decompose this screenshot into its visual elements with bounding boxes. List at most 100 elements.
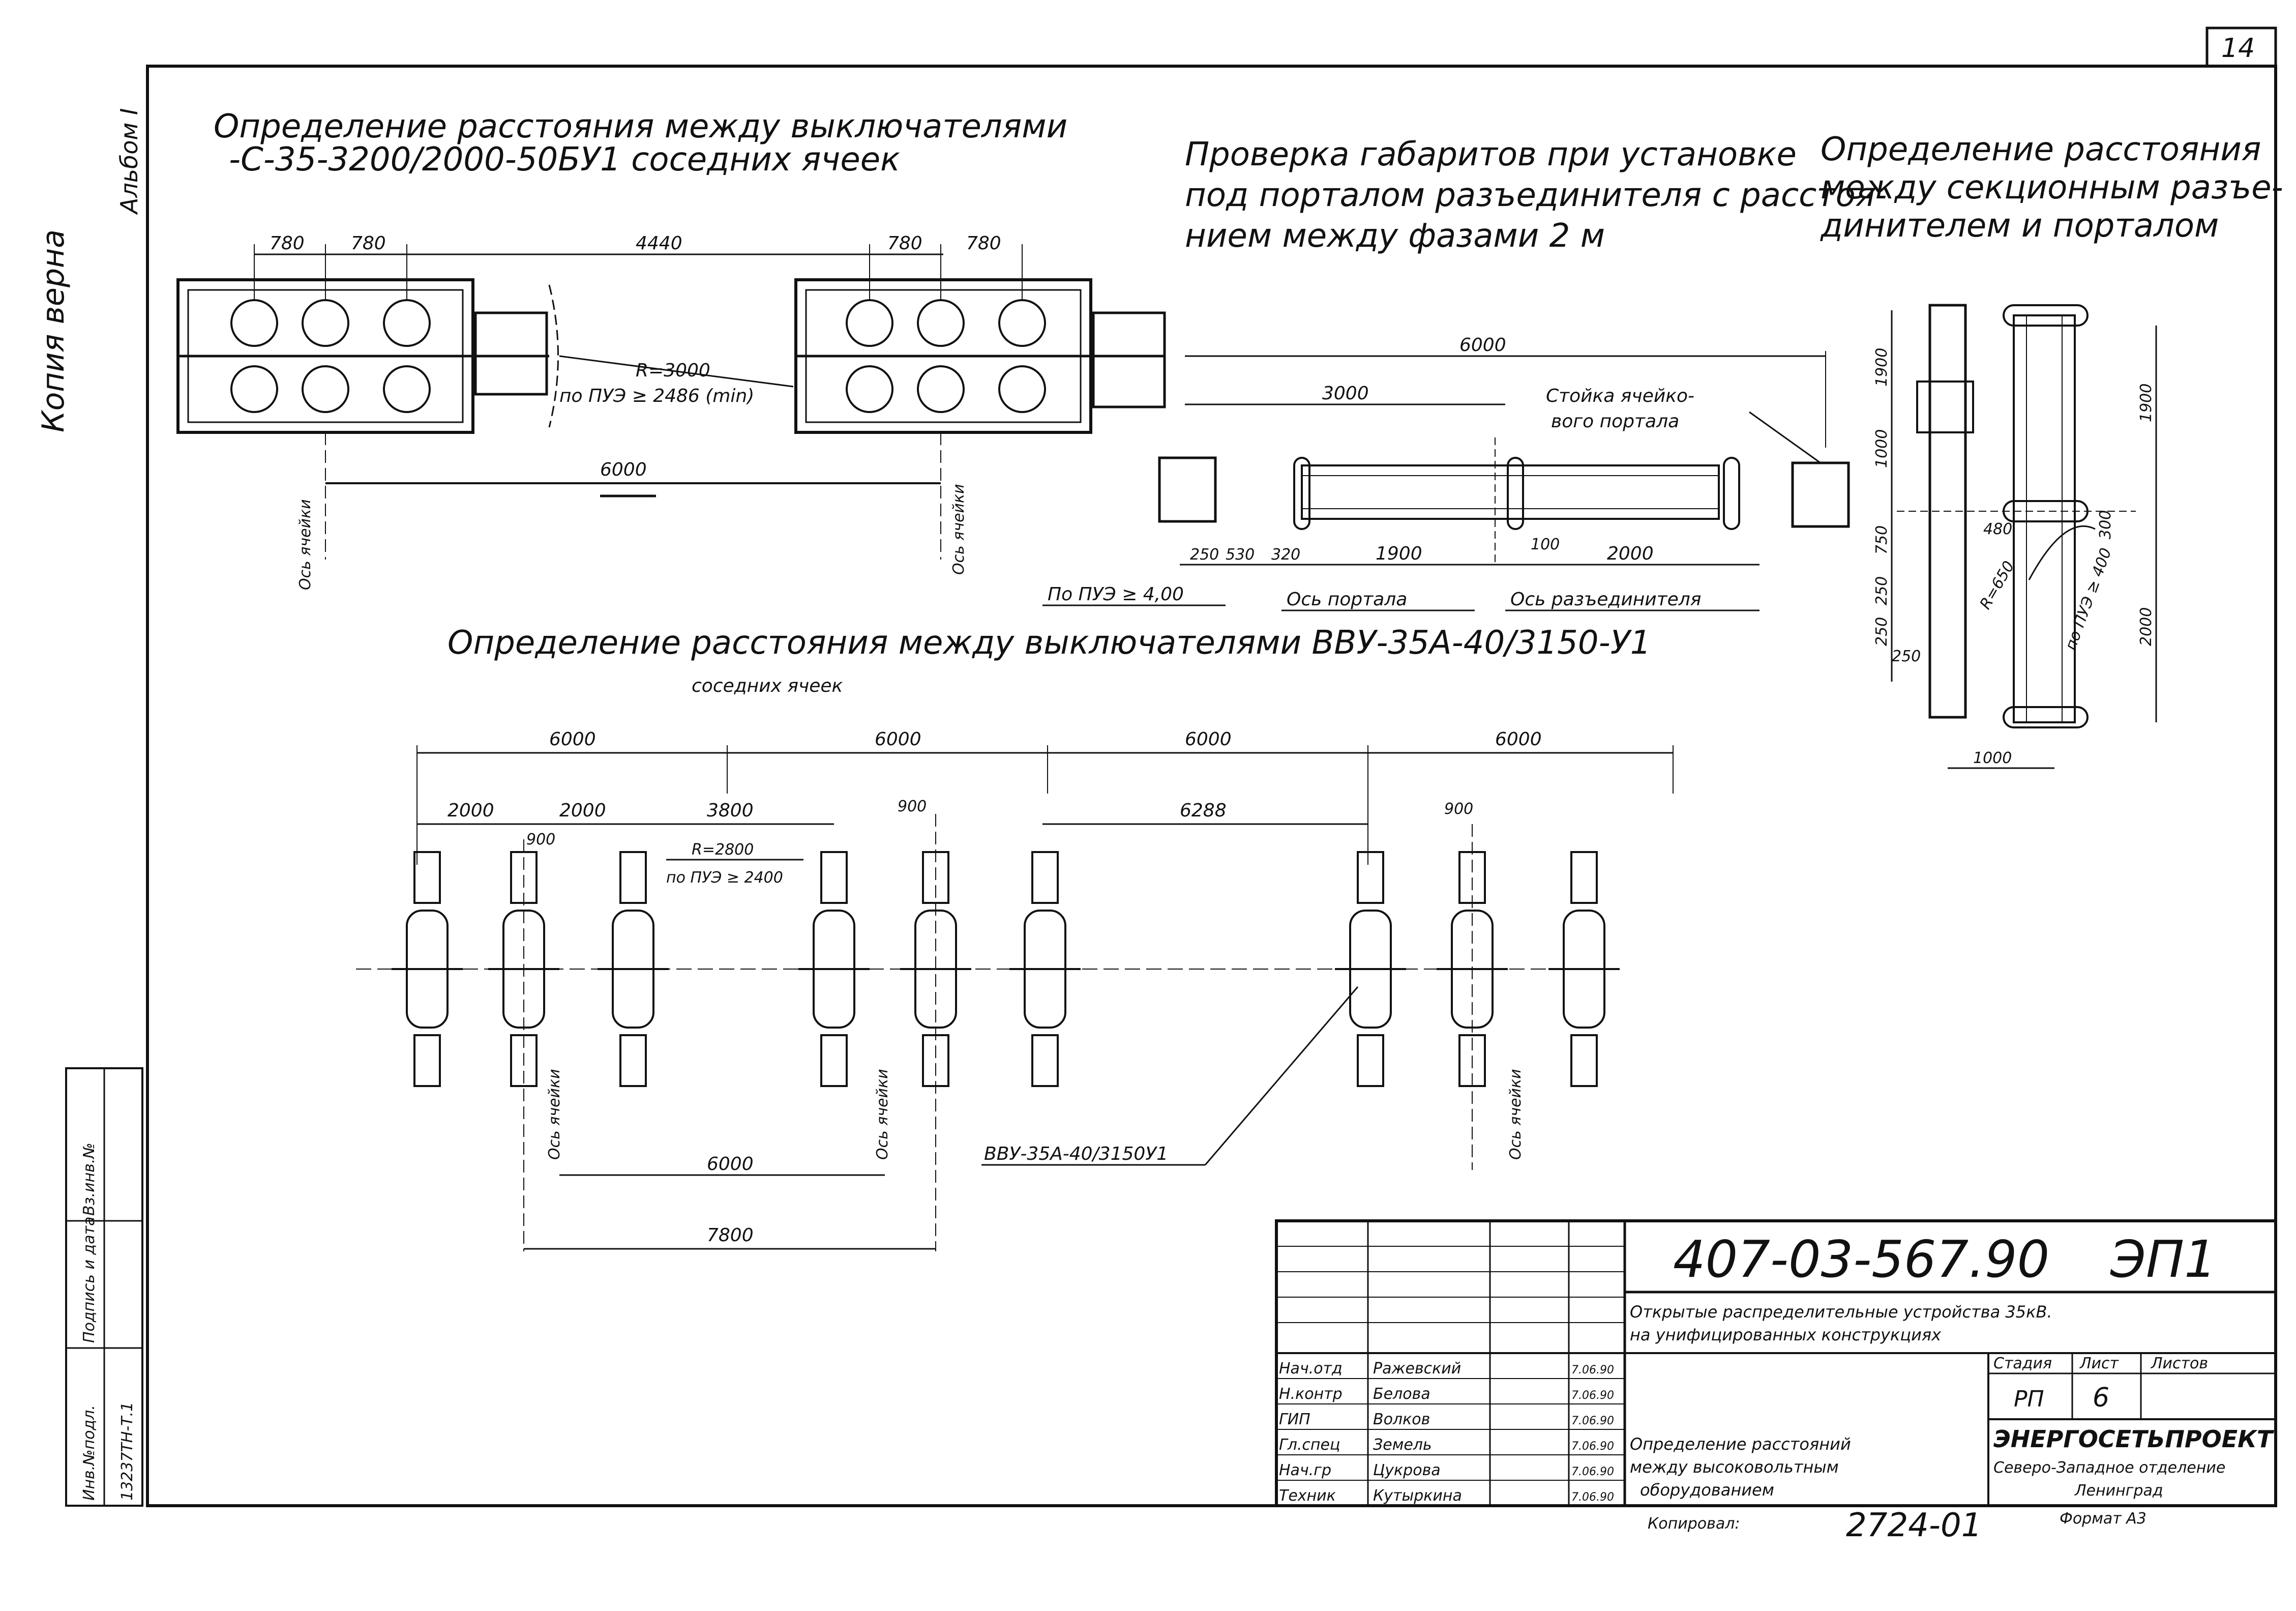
s2-dim-2: 250: [1190, 546, 1219, 564]
doc-code: 407-03-567.90: [1673, 1229, 2049, 1289]
s4-dim-5: 2000: [559, 800, 606, 821]
s3-dim-4: 250: [1873, 617, 1891, 646]
s3-dim-8: 2000: [2137, 607, 2155, 646]
section3-title-1: Определение расстояния: [1821, 131, 2261, 168]
sheets-header: Листов: [2151, 1355, 2208, 1372]
s4-radius: R=2800: [692, 841, 754, 859]
s4-dim-9: 900: [526, 831, 555, 848]
s3-dim-7: 1900: [2137, 384, 2155, 422]
s4-dim-6: 3800: [707, 800, 754, 821]
s2-dim-5: 1900: [1376, 543, 1422, 564]
signer-date-4: 7.06.90: [1571, 1466, 1614, 1478]
signer-date-5: 7.06.90: [1571, 1491, 1614, 1504]
s4-dim-3: 6000: [1495, 729, 1542, 750]
signer-name-5: Кутыркина: [1373, 1487, 1462, 1505]
section3-title-2: между секционным разъе-: [1821, 169, 2283, 207]
s3-dim-1: 1000: [1873, 429, 1891, 468]
s2-dim-6: 100: [1531, 536, 1560, 553]
s4-dim-8: 6288: [1180, 800, 1227, 821]
section2-title-2: под порталом разъединителя с расстоя-: [1185, 177, 1887, 214]
order-number: 2724-01: [1846, 1507, 1982, 1544]
section4-title-1: Определение расстояния между выключателя…: [448, 624, 1651, 662]
s2-dim-7: 2000: [1607, 543, 1654, 564]
signer-role-0: Нач.отд: [1279, 1360, 1343, 1378]
copy-stamp: Копия верна: [36, 229, 71, 432]
s4-bottom-dim-1: 7800: [707, 1225, 754, 1246]
s2-disconnector-axis: Ось разъединителя: [1510, 589, 1701, 610]
section4-title-2: соседних ячеек: [692, 676, 843, 696]
breaker-frame-right: [794, 278, 1166, 434]
sheet-title-3: оборудованием: [1640, 1480, 1774, 1500]
s1-dim-3: 780: [887, 233, 922, 254]
signer-date-1: 7.06.90: [1571, 1389, 1614, 1402]
s3-dim-5: 250: [1892, 648, 1921, 665]
sheet-title-2: между высоковольтным: [1630, 1457, 1839, 1477]
section2-title-3: нием между фазами 2 м: [1185, 217, 1605, 255]
stage-value: РП: [2014, 1386, 2044, 1412]
s3-dim-2: 750: [1873, 525, 1891, 554]
signer-date-2: 7.06.90: [1571, 1415, 1614, 1427]
s4-dim-2: 6000: [1185, 729, 1232, 750]
breaker-frame-left: [176, 278, 549, 434]
project-line-1: Открытые распределительные устройства 35…: [1630, 1302, 2052, 1322]
s3-dim-6: 480: [1983, 520, 2012, 538]
page-number-box: [2205, 26, 2277, 68]
s4-radius-note: по ПУЭ ≥ 2400: [666, 869, 783, 887]
format-label: Формат А3: [2060, 1510, 2146, 1528]
s3-radius: R=650: [1977, 558, 2018, 612]
portal-post-right: [1791, 461, 1850, 528]
s4-axis-1: Ось ячейки: [546, 1069, 563, 1160]
margin-label-2: Подпись и дата: [80, 1217, 98, 1343]
sheet-frame: [146, 65, 2277, 1507]
s4-dim-0: 6000: [549, 729, 596, 750]
album-label: Альбом I: [115, 108, 143, 215]
signer-role-1: Н.контр: [1279, 1385, 1343, 1403]
portal-post-left: [1158, 456, 1217, 523]
s2-dim-1: 3000: [1322, 383, 1369, 404]
s2-dim-0: 6000: [1459, 335, 1506, 356]
signer-date-3: 7.06.90: [1571, 1440, 1614, 1453]
s2-pue-label: По ПУЭ ≥ 4,00: [1048, 584, 1184, 605]
signer-role-4: Нач.гр: [1279, 1461, 1331, 1479]
section-1: Определение расстояния между выключателя…: [176, 108, 1166, 590]
s4-bottom-dim-0: 6000: [707, 1154, 754, 1175]
s1-dim-4: 780: [966, 233, 1001, 254]
signer-date-0: 7.06.90: [1571, 1364, 1614, 1376]
section1-title-1: Определение расстояния между выключателя…: [214, 108, 1067, 145]
s2-post-label-2: вого портала: [1551, 411, 1679, 432]
s2-portal-axis: Ось портала: [1287, 589, 1407, 610]
section1-title-2: -С-35-3200/2000-50БУ1 соседних ячеек: [229, 141, 900, 179]
s3-dim-9: 1000: [1973, 749, 2012, 767]
s3-radius-note: по ПУЭ ≥ 400: [2062, 546, 2115, 653]
section-2: Проверка габаритов при установке под пор…: [1042, 136, 1887, 611]
s1-radius-note: по ПУЭ ≥ 2486 (min): [559, 386, 754, 406]
signer-name-0: Ражевский: [1373, 1360, 1461, 1378]
s4-dim-4: 2000: [448, 800, 494, 821]
signer-name-1: Белова: [1373, 1385, 1430, 1403]
section2-title-1: Проверка габаритов при установке: [1185, 136, 1797, 173]
margin-stamp: Инв.№подл. Подпись и дата Вз.инв.№ 13237…: [65, 1067, 143, 1507]
org-name: ЭНЕРГОСЕТЬПРОЕКТ: [1993, 1425, 2275, 1453]
s4-axis-3: Ось ячейки: [1507, 1069, 1525, 1160]
section-3: Определение расстояния между секционным …: [1820, 131, 2283, 769]
s4-breaker-label: ВВУ-35А-40/3150У1: [984, 1144, 1168, 1164]
stage-header: Стадия: [1993, 1355, 2052, 1372]
signer-name-2: Волков: [1373, 1411, 1430, 1428]
s1-radius: R=3000: [636, 360, 710, 381]
s4-axis-2: Ось ячейки: [874, 1069, 891, 1160]
sheet-title-1: Определение расстояний: [1630, 1434, 1851, 1454]
signer-role-5: Техник: [1279, 1487, 1336, 1505]
signers: Нач.отд Ражевский 7.06.90 Н.контр Белова…: [1279, 1360, 1614, 1505]
section-4: Определение расстояния между выключателя…: [356, 624, 1674, 1251]
s1-dim-0: 780: [270, 233, 305, 254]
s2-dim-3: 530: [1226, 546, 1255, 564]
org-branch: Северо-Западное отделение: [1993, 1459, 2225, 1477]
s2-post-label-1: Стойка ячейко-: [1546, 386, 1694, 406]
title-block: 407-03-567.90 ЭП1 Открытые распределител…: [1275, 1219, 2277, 1544]
s1-dim-5: 6000: [600, 459, 647, 480]
copied-by: Копировал:: [1648, 1515, 1740, 1533]
s1-dim-2: 4440: [636, 233, 682, 254]
signer-name-3: Земель: [1373, 1436, 1432, 1454]
signer-role-3: Гл.спец: [1279, 1436, 1340, 1454]
